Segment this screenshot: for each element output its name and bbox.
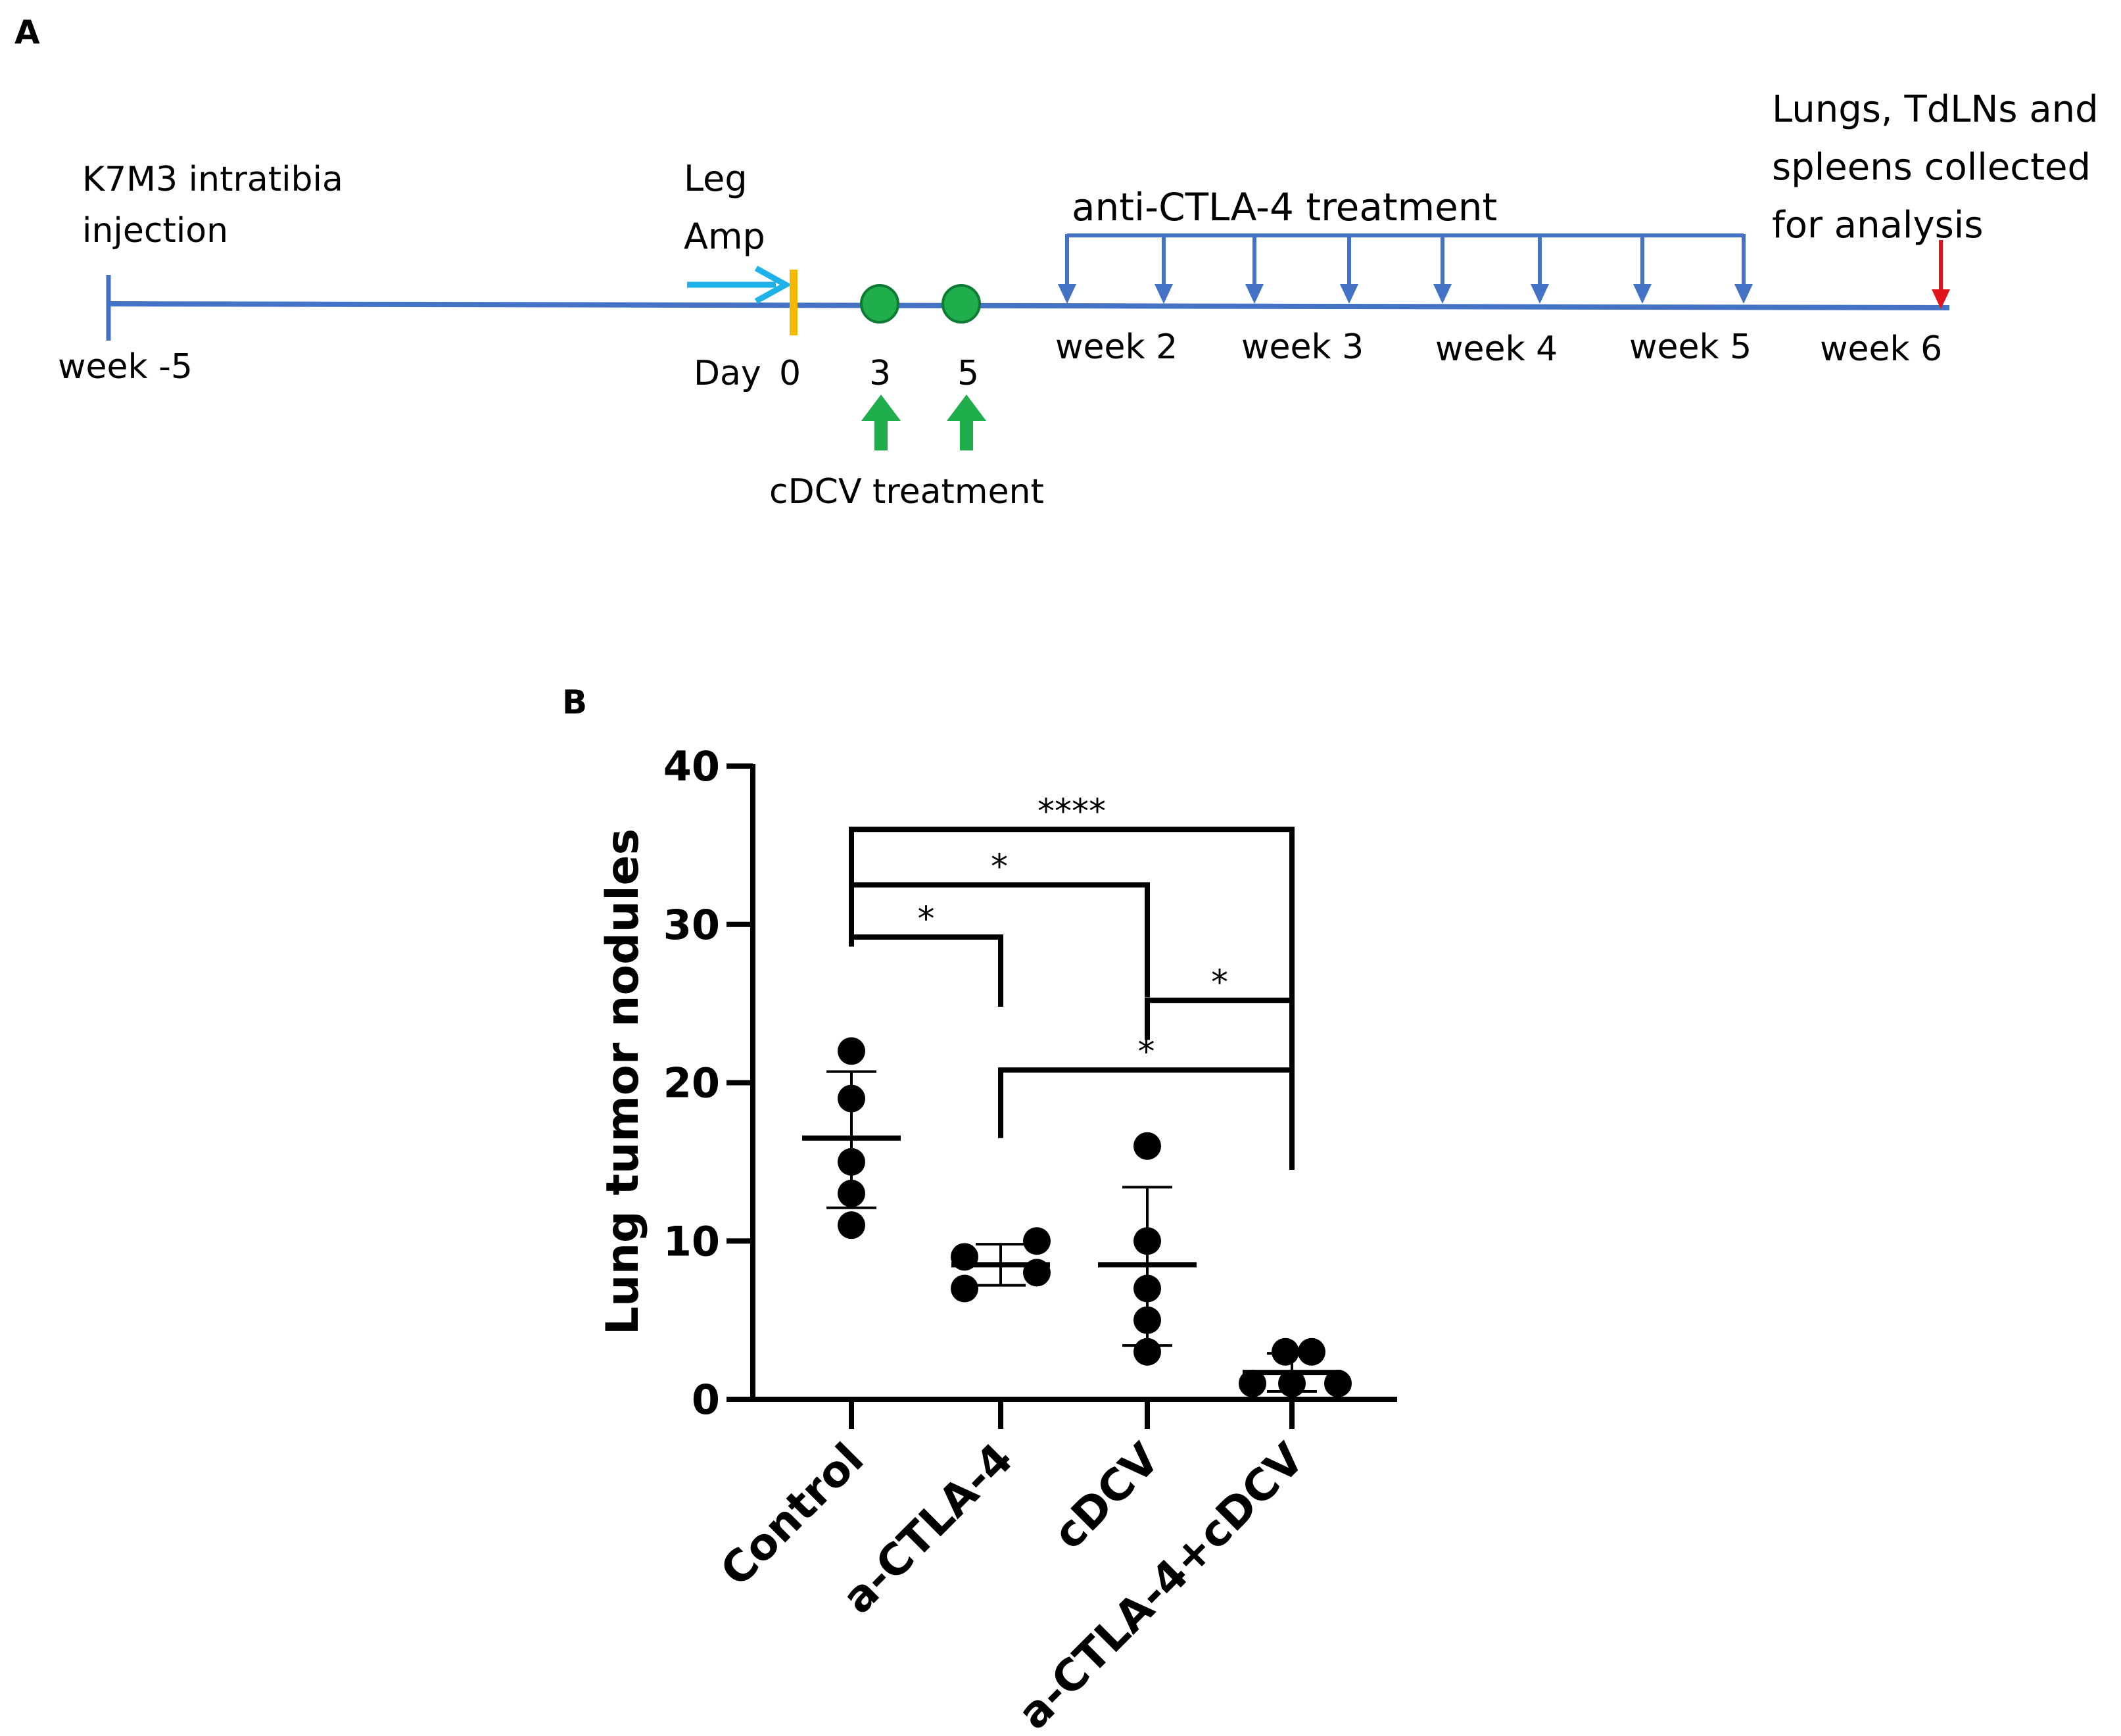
significance-label-3: * <box>918 900 935 939</box>
injection-label-line-1: K7M3 intratibia <box>82 160 343 199</box>
x-tick-label-3: cDCV <box>1043 1434 1169 1559</box>
day-label: Day <box>694 354 761 393</box>
week-label-4: week 4 <box>1435 329 1558 369</box>
week-label-2: week 2 <box>1055 327 1178 367</box>
significance-brackets: ******** <box>849 792 1295 1170</box>
leg-amp-line-1: Leg <box>684 158 748 199</box>
cdcv-treatment-label: cDCV treatment <box>769 472 1044 512</box>
collection-arrow-head <box>1932 289 1950 309</box>
cdcv-dot-day5 <box>941 284 981 324</box>
error-bars <box>802 1070 1341 1393</box>
collection-label: Lungs, TdLNs and spleens collected for a… <box>1772 88 2110 247</box>
day-tick-5: 5 <box>957 354 979 393</box>
ctla4-dose-arrowhead-4 <box>1340 284 1358 304</box>
significance-bracket-2 <box>849 882 1150 998</box>
start-week-label: week -5 <box>58 347 193 387</box>
data-point-4-2 <box>1298 1338 1325 1366</box>
injection-label: K7M3 intratibia injection <box>82 160 354 251</box>
collection-line-3: for analysis <box>1772 204 1984 247</box>
data-points <box>838 1037 1352 1397</box>
y-tick-label-0: 0 <box>692 1376 720 1424</box>
week-label-3: week 3 <box>1241 327 1364 367</box>
y-tick-label-20: 20 <box>663 1059 720 1107</box>
timeline-axis <box>108 301 1950 310</box>
leg-amp-arrow-head <box>754 266 792 304</box>
data-point-4-5 <box>1324 1369 1352 1397</box>
ctla4-dose-arrowhead-2 <box>1155 284 1173 304</box>
significance-bracket-3 <box>849 934 1003 1007</box>
collection-line-2: spleens collected <box>1772 146 2091 189</box>
y-axis: 0 10 20 30 40 <box>663 742 755 1424</box>
significance-bracket-5 <box>998 1067 1295 1170</box>
y-axis-label: Lung tumor nodules <box>597 829 649 1335</box>
day-tick-3: 3 <box>869 354 891 393</box>
leg-amp-label: Leg Amp <box>684 158 765 257</box>
week-label-5: week 5 <box>1629 327 1752 367</box>
timeline: K7M3 intratibia injection week -5 Leg Am… <box>58 88 2110 512</box>
y-tick-label-10: 10 <box>663 1217 720 1265</box>
data-point-1-1 <box>838 1037 865 1065</box>
cdcv-dot-day3 <box>860 284 899 324</box>
ctla4-dose-arrowhead-5 <box>1433 284 1452 304</box>
data-point-4-3 <box>1239 1369 1266 1397</box>
panel-b-label: B <box>562 683 587 721</box>
cdcv-arrow-day5 <box>947 395 986 450</box>
ctla4-dose-arrowhead-3 <box>1245 284 1264 304</box>
significance-label-5: * <box>1138 1032 1155 1072</box>
data-point-3-1 <box>1133 1132 1161 1160</box>
day-tick-0: 0 <box>779 354 801 393</box>
significance-bracket-4 <box>1145 998 1295 1040</box>
panel-a-label: A <box>14 13 40 51</box>
leg-amp-line-2: Amp <box>684 216 765 257</box>
data-point-4-1 <box>1272 1338 1299 1366</box>
ctla4-dose-arrowhead-6 <box>1531 284 1549 304</box>
ctla4-dose-arrowhead-8 <box>1734 284 1753 304</box>
week-label-6: week 6 <box>1820 329 1942 369</box>
data-point-2-2 <box>1023 1227 1051 1255</box>
ctla4-treatment-label: anti-CTLA-4 treatment <box>1072 185 1497 229</box>
data-point-1-5 <box>838 1211 865 1240</box>
collection-line-1: Lungs, TdLNs and <box>1772 88 2099 131</box>
x-tick-label-4: a-CTLA-4+cDCV <box>1008 1434 1314 1736</box>
ctla4-dose-arrowhead-7 <box>1633 284 1652 304</box>
ctla4-dose-arrowhead-1 <box>1058 284 1076 304</box>
injection-label-line-2: injection <box>82 211 228 251</box>
y-tick-label-30: 30 <box>663 901 720 949</box>
significance-label-1: **** <box>1037 792 1106 831</box>
significance-label-2: * <box>991 848 1008 887</box>
ctla4-arrows <box>1058 234 1753 304</box>
y-tick-label-40: 40 <box>663 742 720 790</box>
significance-label-4: * <box>1211 963 1228 1002</box>
data-point-2-4 <box>951 1274 978 1303</box>
cdcv-arrow-day3 <box>861 395 901 450</box>
